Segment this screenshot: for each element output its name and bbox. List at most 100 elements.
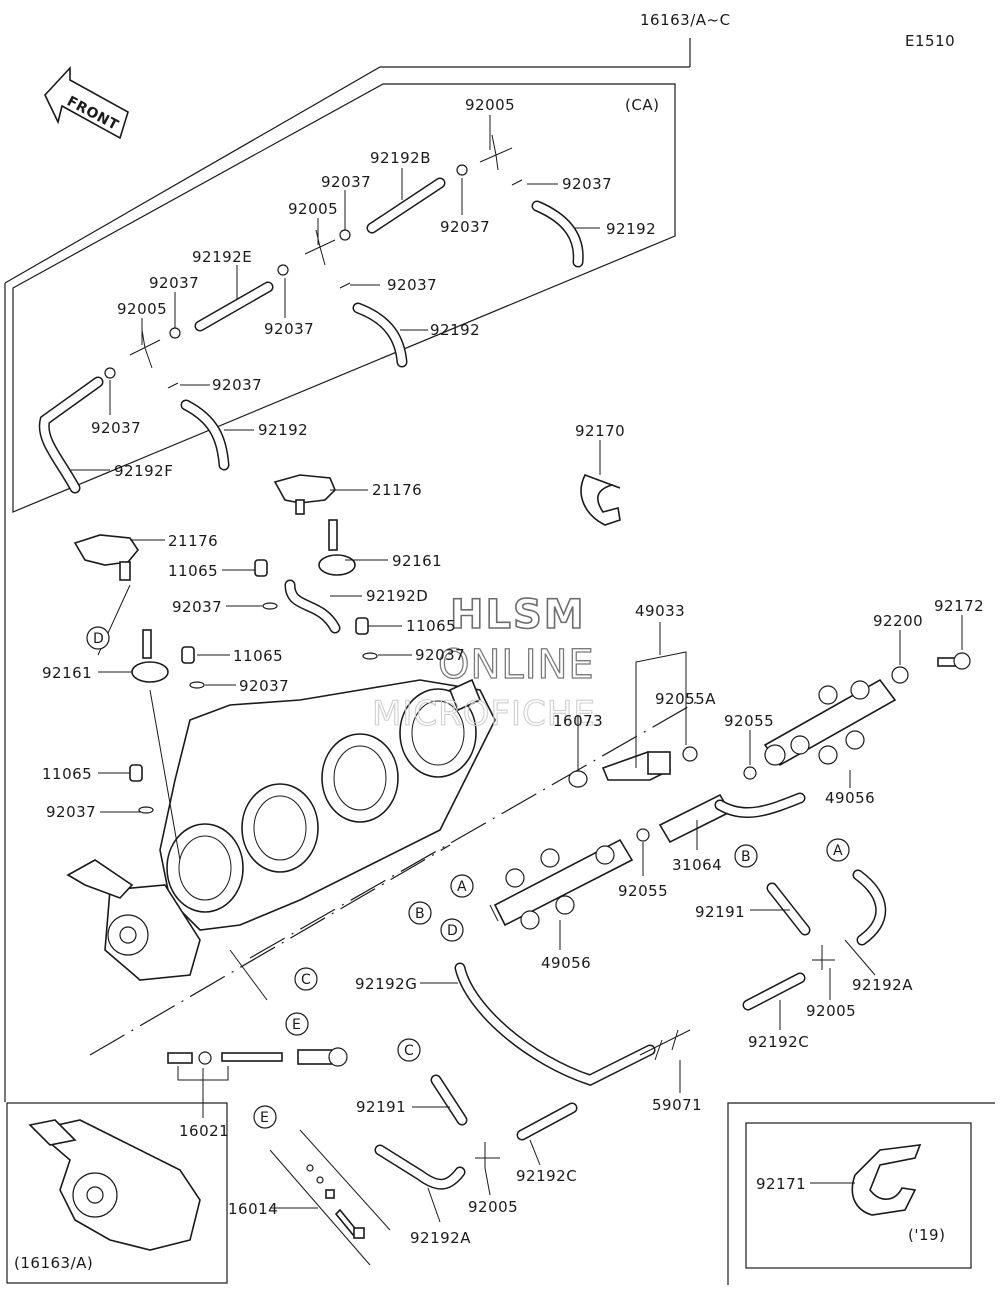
seal-16073-icon [568, 770, 588, 788]
bottom-right-frame [727, 1102, 995, 1285]
label-92192F: 92192F [114, 462, 173, 480]
label-92037: 92037 [91, 419, 141, 437]
svg-text:B: B [741, 849, 751, 865]
leader-lines [70, 115, 963, 1223]
callout-e-1: E [285, 1012, 309, 1036]
label-92005: 92005 [117, 300, 167, 318]
hose-92192-right [531, 200, 584, 268]
svg-text:C: C [301, 972, 311, 988]
callout-c-2: C [397, 1038, 421, 1062]
label-92200: 92200 [873, 612, 923, 630]
front-arrow-icon: FRONT [44, 65, 129, 140]
clip-icon [138, 602, 378, 814]
hose-92192F [38, 376, 104, 494]
joint-59071-icon [639, 1029, 691, 1061]
label-31064: 31064 [672, 856, 722, 874]
label-92192B: 92192B [370, 149, 431, 167]
label-92161: 92161 [392, 552, 442, 570]
t-fitting-icon [475, 1142, 500, 1168]
label-59071: 59071 [652, 1096, 702, 1114]
diagram-code: E1510 [905, 32, 955, 50]
seal-92055-icon [743, 766, 757, 780]
label-92191: 92191 [695, 903, 745, 921]
label-16073: 16073 [553, 712, 603, 730]
svg-text:ONLINE: ONLINE [438, 642, 595, 688]
callout-b-1: B [408, 901, 432, 925]
callout-e-2: E [253, 1105, 277, 1129]
assembly-frame-top [4, 66, 690, 284]
label-92192D: 92192D [366, 587, 428, 605]
label-92192A: 92192A [410, 1229, 471, 1247]
svg-text:MICROFICHE: MICROFICHE [372, 694, 596, 734]
callout-d-2: D [440, 918, 464, 942]
hose-92192C-a [742, 972, 806, 1011]
hose-92192G [454, 962, 656, 1086]
label-92037: 92037 [440, 218, 490, 236]
hose-92192D [284, 579, 341, 634]
sensor-92161-icon [131, 629, 169, 683]
sensor-92161-icon [318, 519, 356, 576]
callout-b-2: B [734, 844, 758, 868]
label-11065: 11065 [42, 765, 92, 783]
label-92037: 92037 [415, 646, 465, 664]
inset-92171 [745, 1122, 972, 1269]
label-49033: 49033 [635, 602, 685, 620]
label-92192E: 92192E [192, 248, 252, 266]
label-16021: 16021 [179, 1122, 229, 1140]
washer-92200-icon [891, 666, 909, 684]
svg-text:E: E [292, 1017, 301, 1033]
hose-92192-low [180, 399, 230, 471]
fuel-rail-49056-mid [489, 838, 634, 930]
svg-text:A: A [457, 879, 467, 895]
label-92037: 92037 [149, 274, 199, 292]
label-92037: 92037 [387, 276, 437, 294]
label-92192A: 92192A [852, 976, 913, 994]
t-fitting-icon [812, 945, 835, 970]
seal-92055A-icon [682, 746, 698, 762]
label-92005: 92005 [465, 96, 515, 114]
ca-box-label: (CA) [625, 96, 659, 114]
hose-92192A-b [374, 1144, 466, 1190]
label-49056: 49056 [825, 789, 875, 807]
ca-box [12, 83, 676, 513]
cap-11065-icon [129, 559, 369, 782]
label-92171: 92171 [756, 1175, 806, 1193]
inset-label: (16163/A) [14, 1254, 93, 1272]
clip-icon [104, 164, 523, 389]
clip-92171-icon [851, 1144, 922, 1216]
svg-text:D: D [93, 631, 104, 647]
label-92170: 92170 [575, 422, 625, 440]
label-11065: 11065 [406, 617, 456, 635]
band-92170-icon [580, 473, 621, 526]
label-92192: 92192 [606, 220, 656, 238]
hose-92191-b [430, 1074, 468, 1126]
sensor-21176-icon [73, 534, 139, 581]
label-92055: 92055 [724, 712, 774, 730]
label-92037: 92037 [562, 175, 612, 193]
label-92037: 92037 [321, 173, 371, 191]
hose-92192-mid [352, 302, 408, 368]
label-92037: 92037 [264, 320, 314, 338]
hose-92192C-b [516, 1102, 578, 1141]
hose-92192A-a [852, 869, 887, 946]
label-92192G: 92192G [355, 975, 417, 993]
sensor-21176-icon [273, 474, 336, 515]
label-92037: 92037 [172, 598, 222, 616]
hose-92192E [194, 281, 274, 332]
hose-92192B [366, 177, 446, 234]
callout-a-1: A [450, 874, 474, 898]
reference-line [249, 699, 701, 959]
label-92005: 92005 [468, 1198, 518, 1216]
t-fitting-icon [304, 229, 336, 266]
label-16014: 16014 [228, 1200, 278, 1218]
label-92161: 92161 [42, 664, 92, 682]
label-92191: 92191 [356, 1098, 406, 1116]
label-11065: 11065 [168, 562, 218, 580]
svg-text:D: D [447, 923, 458, 939]
fuel-rail-49056-right [763, 678, 897, 767]
screw-set-16021-icon [167, 1047, 348, 1067]
label-49056: 49056 [541, 954, 591, 972]
watermark: HLSM ONLINE MICROFICHE [371, 591, 596, 734]
